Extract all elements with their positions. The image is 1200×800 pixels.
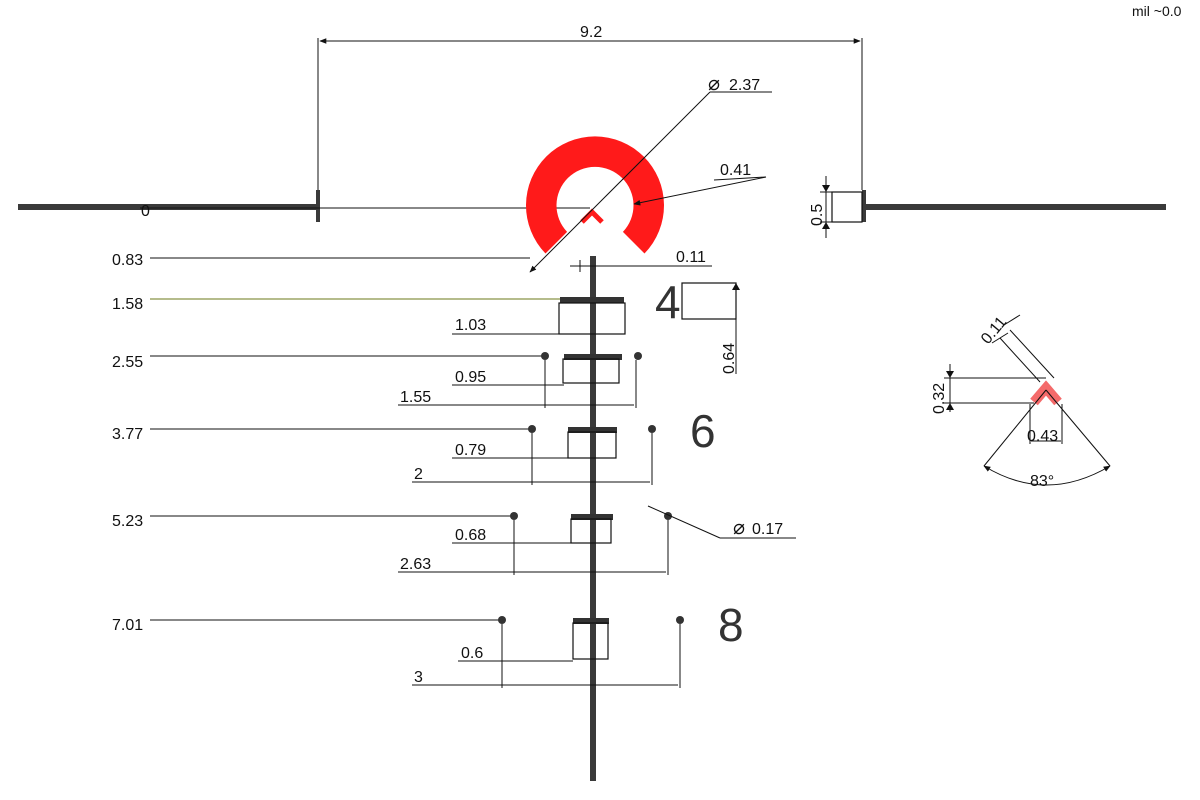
number-height-label: 0.64 [721,343,738,374]
number-height-arrow [732,283,740,290]
angle-ray-right [1045,389,1111,467]
chevron-height-label: 0.32 [931,383,948,414]
corner-text: mil ~0.0 [1132,3,1182,19]
bar-label-5: 0.6 [461,645,483,662]
post-height-arrow-bottom [822,222,830,229]
offset-label-2: 1.58 [112,296,143,313]
bar-label-3: 0.79 [455,442,486,459]
span-label-6: 3 [414,669,423,686]
offset-label-5: 5.23 [112,513,143,530]
stadia-dot-4-right [648,425,656,433]
stadia-dot-6-right [676,616,684,624]
offset-label-6: 7.01 [112,617,143,634]
stadia-dot-3-left [541,352,549,360]
ring-width-leader [633,176,767,206]
chevron-width-leader-1 [999,337,1041,383]
stadia-box-1 [558,302,626,335]
post-end-box [831,191,863,223]
zero-label: 0 [141,203,150,220]
ring-diameter-label: 2.37 [729,77,760,94]
stadia-box-3 [567,431,617,459]
offset-label-3: 2.55 [112,354,143,371]
bar-label-2: 0.95 [455,369,486,386]
bar-label-1: 1.03 [455,317,486,334]
center-chevron [580,208,604,224]
offset-label-4: 3.77 [112,426,143,443]
chevron-width-tick-2 [1003,314,1021,326]
span-label: 9.2 [580,24,602,41]
red-ring [526,136,664,254]
gap-label: 0.11 [676,249,706,266]
dot-diameter-label: 0.17 [752,521,783,538]
angle-arc [983,465,1111,486]
post-height-label: 0.5 [809,204,826,226]
stadia-dot-6-left [498,616,506,624]
range-number-6: 6 [690,405,716,457]
chevron-detail [1030,380,1062,406]
chevron-height-arrow-top [946,371,954,378]
dot-diameter-leader [647,505,721,539]
chevron-width-label: 0.11 [978,314,1010,348]
span-label-5: 2.63 [400,556,431,573]
stadia-dot-4-left [528,425,536,433]
post-height-arrow-top [822,185,830,192]
span-label-4: 2 [414,466,423,483]
stadia-dot-5-left [510,512,518,520]
angle-ray-left [983,389,1047,467]
diameter-symbol: ⌀ [708,73,720,95]
chevron-width-tick-1 [991,332,1009,344]
range-number-8: 8 [718,599,744,651]
chevron-angle-label: 83° [1030,473,1054,490]
stadia-box-5 [572,622,609,660]
range-number-4: 4 [655,276,681,328]
chevron-height-arrow-bottom [946,403,954,410]
stadia-box-2 [562,358,620,384]
offset-label-1: 0.83 [112,252,143,269]
ring-diameter-leader [529,91,711,273]
dot-diameter-symbol: ⌀ [733,517,745,539]
ring-width-shelf [713,176,767,181]
chevron-width-leader-2 [1009,329,1055,379]
ring-width-label: 0.41 [720,162,751,179]
chevron-span-label: 0.43 [1027,428,1058,445]
stadia-box-4 [570,518,612,544]
bar-label-4: 0.68 [455,527,486,544]
span-label-3: 1.55 [400,389,431,406]
stadia-dot-3-right [634,352,642,360]
number-box-4 [681,282,737,320]
